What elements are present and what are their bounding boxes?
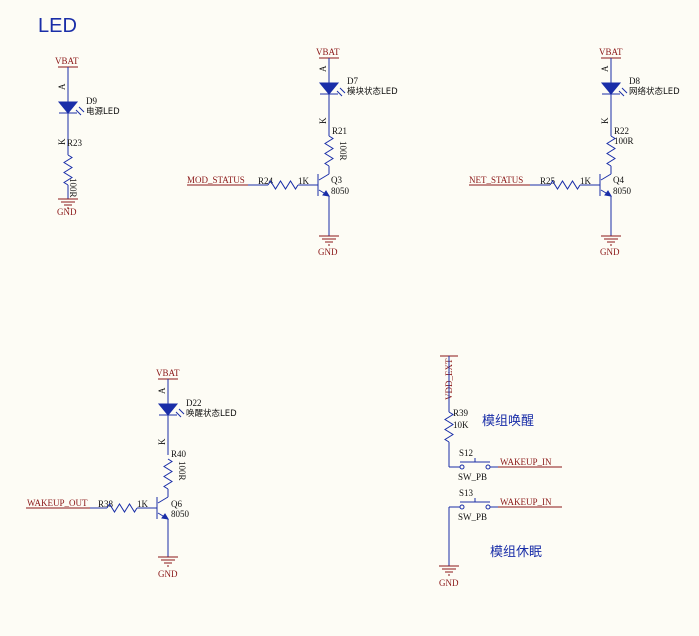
- d8-ref: D8: [629, 76, 640, 86]
- resistor-r25: [549, 180, 581, 190]
- wake-label: 模组唤醒: [482, 414, 534, 429]
- led-d22-body: [157, 403, 179, 416]
- r24-value: 1K: [298, 176, 310, 186]
- q3-emitter-arrow: [322, 190, 330, 197]
- q4-collector: [600, 173, 612, 181]
- gnd-label-d9: GND: [57, 207, 77, 217]
- pin-a-d8: A: [600, 65, 610, 72]
- s13-ref: S13: [459, 488, 474, 498]
- gnd-symbol-q6: [158, 556, 178, 567]
- s13-contact-right: [485, 504, 491, 510]
- s13-value: SW_PB: [458, 512, 487, 522]
- vbat-label-d7: VBAT: [316, 47, 340, 57]
- q6-ref: Q6: [171, 499, 182, 509]
- gnd-label-q6: GND: [158, 569, 178, 579]
- led-d9-light-arrows: [75, 106, 85, 116]
- vbat-label-d22: VBAT: [156, 368, 180, 378]
- gnd-label-switch: GND: [439, 578, 459, 588]
- r21-value: 100R: [338, 141, 348, 161]
- gnd-symbol-q3: [319, 235, 339, 246]
- r38-ref: R38: [98, 499, 114, 509]
- gnd-symbol-d9: [58, 198, 78, 209]
- r24-ref: R24: [258, 176, 274, 186]
- pin-k-d9: K: [57, 138, 67, 145]
- resistor-r40: [163, 458, 173, 490]
- power-led-circuit: VBAT A D9 电源LED K R23 100R GND: [55, 56, 120, 217]
- wake-switch-circuit: VDD_EXT R39 10K 模组唤醒 S12 SW_PB WAKEUP_IN…: [439, 355, 562, 588]
- wakeup-led-circuit: VBAT A D22 唤醒状态LED K R40 100R Q6 8050 WA…: [26, 368, 237, 579]
- d22-ref: D22: [186, 398, 202, 408]
- resistor-r22: [606, 135, 616, 167]
- resistor-r24: [267, 180, 299, 190]
- r39-value: 10K: [453, 420, 469, 430]
- led-d8-light-arrows: [618, 87, 628, 97]
- sleep-label: 模组休眠: [490, 545, 542, 560]
- mod-status-circuit: VBAT A D7 模块状态LED K R21 100R Q3 8050 MOD…: [187, 47, 398, 257]
- r40-value: 100R: [177, 461, 187, 481]
- pin-k-d8: K: [600, 117, 610, 124]
- led-d7-body: [318, 82, 340, 95]
- resistor-r38: [106, 503, 138, 513]
- q3-ref: Q3: [331, 175, 342, 185]
- q4-value: 8050: [613, 186, 632, 196]
- d22-name: 唤醒状态LED: [186, 408, 237, 419]
- vbat-label-d9: VBAT: [55, 56, 79, 66]
- led-d8-body: [600, 82, 622, 95]
- resistor-r23: [63, 154, 73, 186]
- q6-emitter-arrow: [161, 513, 169, 520]
- s12-contact-left: [459, 464, 465, 470]
- gnd-symbol-switch: [439, 565, 459, 576]
- gnd-label-q3: GND: [318, 247, 338, 257]
- d9-name: 电源LED: [86, 106, 120, 117]
- vbat-label-d8: VBAT: [599, 47, 623, 57]
- s12-ref: S12: [459, 448, 473, 458]
- r40-ref: R40: [171, 449, 187, 459]
- page-title: LED: [38, 15, 77, 37]
- pin-k-d22: K: [157, 438, 167, 445]
- gnd-symbol-q4: [601, 235, 621, 246]
- s12-contact-right: [485, 464, 491, 470]
- q3-value: 8050: [331, 186, 350, 196]
- d8-name: 网络状态LED: [629, 86, 680, 97]
- net-status-net-label: NET_STATUS: [469, 175, 523, 185]
- r38-value: 1K: [137, 499, 149, 509]
- r23-ref: R23: [67, 138, 83, 148]
- r22-value: 100R: [614, 136, 634, 146]
- r39-ref: R39: [453, 408, 469, 418]
- r23-value: 100R: [68, 178, 78, 198]
- r22-ref: R22: [614, 126, 629, 136]
- pin-k-d7: K: [318, 117, 328, 124]
- q6-value: 8050: [171, 509, 190, 519]
- resistor-r21: [324, 135, 334, 167]
- wakeup-in-net-label-2: WAKEUP_IN: [500, 497, 552, 507]
- q3-collector: [318, 173, 330, 181]
- wakeup-out-net-label: WAKEUP_OUT: [27, 498, 88, 508]
- q6-collector: [157, 496, 169, 504]
- d9-ref: D9: [86, 96, 97, 106]
- d7-name: 模块状态LED: [347, 86, 398, 97]
- led-d7-light-arrows: [336, 87, 346, 97]
- s12-value: SW_PB: [458, 472, 487, 482]
- r21-ref: R21: [332, 126, 347, 136]
- wakeup-in-net-label-1: WAKEUP_IN: [500, 457, 552, 467]
- led-d9-body: [57, 101, 79, 114]
- r25-ref: R25: [540, 176, 556, 186]
- resistor-r39: [444, 411, 454, 443]
- mod-status-net-label: MOD_STATUS: [187, 175, 245, 185]
- q4-ref: Q4: [613, 175, 624, 185]
- q4-emitter-arrow: [604, 190, 612, 197]
- r25-value: 1K: [580, 176, 592, 186]
- pin-a-d7: A: [318, 65, 328, 72]
- gnd-label-q4: GND: [600, 247, 620, 257]
- s13-contact-left: [459, 504, 465, 510]
- pin-a-d22: A: [157, 387, 167, 394]
- led-d22-light-arrows: [175, 408, 185, 418]
- pin-a-d9: A: [57, 83, 67, 90]
- d7-ref: D7: [347, 76, 358, 86]
- net-status-circuit: VBAT A D8 网络状态LED K R22 100R Q4 8050 NET…: [469, 47, 680, 257]
